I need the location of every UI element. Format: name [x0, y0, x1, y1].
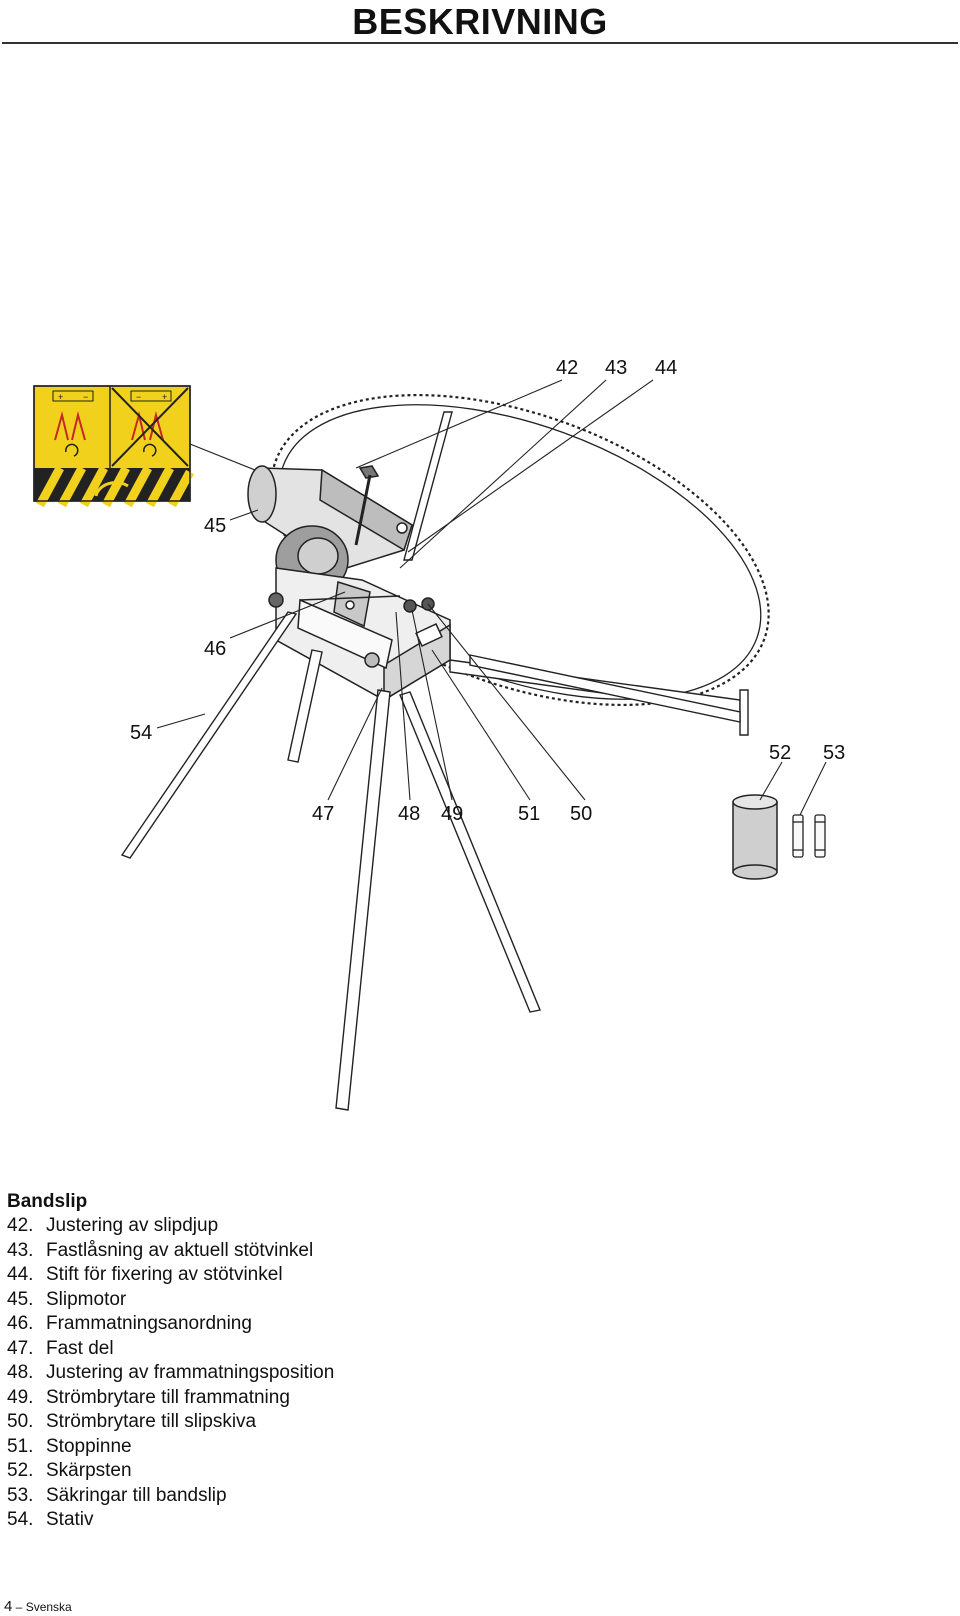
- legend-item: 52.Skärpsten: [7, 1460, 132, 1481]
- grinding-motor: [247, 465, 413, 595]
- legend-item: 53.Säkringar till bandslip: [7, 1484, 227, 1506]
- callout-53: 53: [823, 742, 846, 764]
- callout-51: 51: [518, 803, 541, 825]
- callout-49: 49: [441, 803, 464, 825]
- legend-heading: Bandslip: [7, 1191, 88, 1212]
- page-title: BESKRIVNING: [352, 1, 608, 42]
- callout-44: 44: [655, 357, 678, 379]
- leader-lines: [156, 379, 827, 816]
- legend-item: 42.Justering av slipdjup: [7, 1215, 219, 1236]
- callout-46: 46: [204, 638, 227, 660]
- callout-47: 47: [312, 803, 335, 825]
- legend-item: 46.Frammatningsanordning: [7, 1313, 252, 1334]
- svg-text:+: +: [162, 392, 167, 402]
- footer-separator: –: [12, 1600, 26, 1614]
- legend-item: 43.Fastlåsning av aktuell stötvinkel: [7, 1239, 314, 1261]
- feed-mechanism: [268, 567, 451, 702]
- parts-legend: Bandslip 42.Justering av slipdjup 43.Fas…: [7, 1190, 607, 1533]
- fuses: [792, 814, 826, 858]
- page-footer: 4 – Svenska: [4, 1598, 72, 1615]
- legend-item: 54.Stativ: [7, 1509, 94, 1530]
- callout-54: 54: [130, 722, 153, 744]
- sharpening-stone: [732, 794, 778, 880]
- callout-43: 43: [605, 357, 628, 379]
- svg-text:−: −: [136, 392, 141, 402]
- svg-text:−: −: [83, 392, 88, 402]
- header-divider: [2, 42, 958, 44]
- stand: [120, 611, 541, 1111]
- callout-48: 48: [398, 803, 421, 825]
- legend-item: 44.Stift för fixering av stötvinkel: [7, 1264, 283, 1285]
- callout-50: 50: [570, 803, 593, 825]
- band-sharpener-figure: + − − +: [0, 357, 960, 1160]
- callout-45: 45: [204, 515, 227, 537]
- legend-item: 48.Justering av frammatningsposition: [7, 1362, 335, 1383]
- page-number: 4: [4, 1598, 13, 1615]
- svg-text:+: +: [58, 392, 63, 402]
- callout-52: 52: [769, 742, 792, 764]
- legend-item: 45.Slipmotor: [7, 1288, 127, 1310]
- callout-42: 42: [556, 357, 579, 379]
- legend-item: 51.Stoppinne: [7, 1435, 132, 1457]
- frame: [403, 411, 749, 736]
- legend-item: 49.Strömbrytare till frammatning: [7, 1386, 290, 1408]
- footer-language: Svenska: [25, 1600, 72, 1614]
- warning-sign-icon: + − − +: [33, 385, 194, 508]
- band-sharpener-illustration: + − − +: [33, 379, 827, 1111]
- page-header: BESKRIVNING: [0, 0, 960, 44]
- legend-item: 47.Fast del: [7, 1337, 114, 1359]
- legend-item: 50.Strömbrytare till slipskiva: [7, 1411, 257, 1432]
